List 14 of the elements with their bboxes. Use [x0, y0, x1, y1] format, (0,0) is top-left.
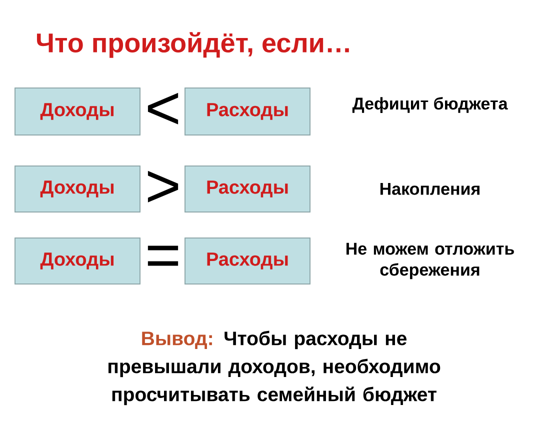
text-box: Расходы [184, 88, 310, 136]
comparison-sign: = [148, 246, 178, 266]
comparison-sign: > [148, 170, 178, 202]
comparison-sign: < [148, 92, 178, 124]
text-box: Расходы [184, 237, 310, 284]
text-box: Расходы [184, 166, 310, 212]
result-text: Не можем отложить сбережения [346, 242, 514, 280]
result-text: Дефицит бюджета [352, 97, 508, 113]
text-box: Доходы [14, 88, 140, 136]
text-box: Доходы [14, 166, 140, 212]
result-text: Накопления [380, 183, 480, 195]
conclusion-text: Вывод: Чтобы расходы не превышали доходов, необходимо просчитывать семейный бюджет [108, 330, 440, 406]
title: Что произойдёт, если… [36, 32, 349, 58]
text-box: Доходы [14, 237, 140, 284]
